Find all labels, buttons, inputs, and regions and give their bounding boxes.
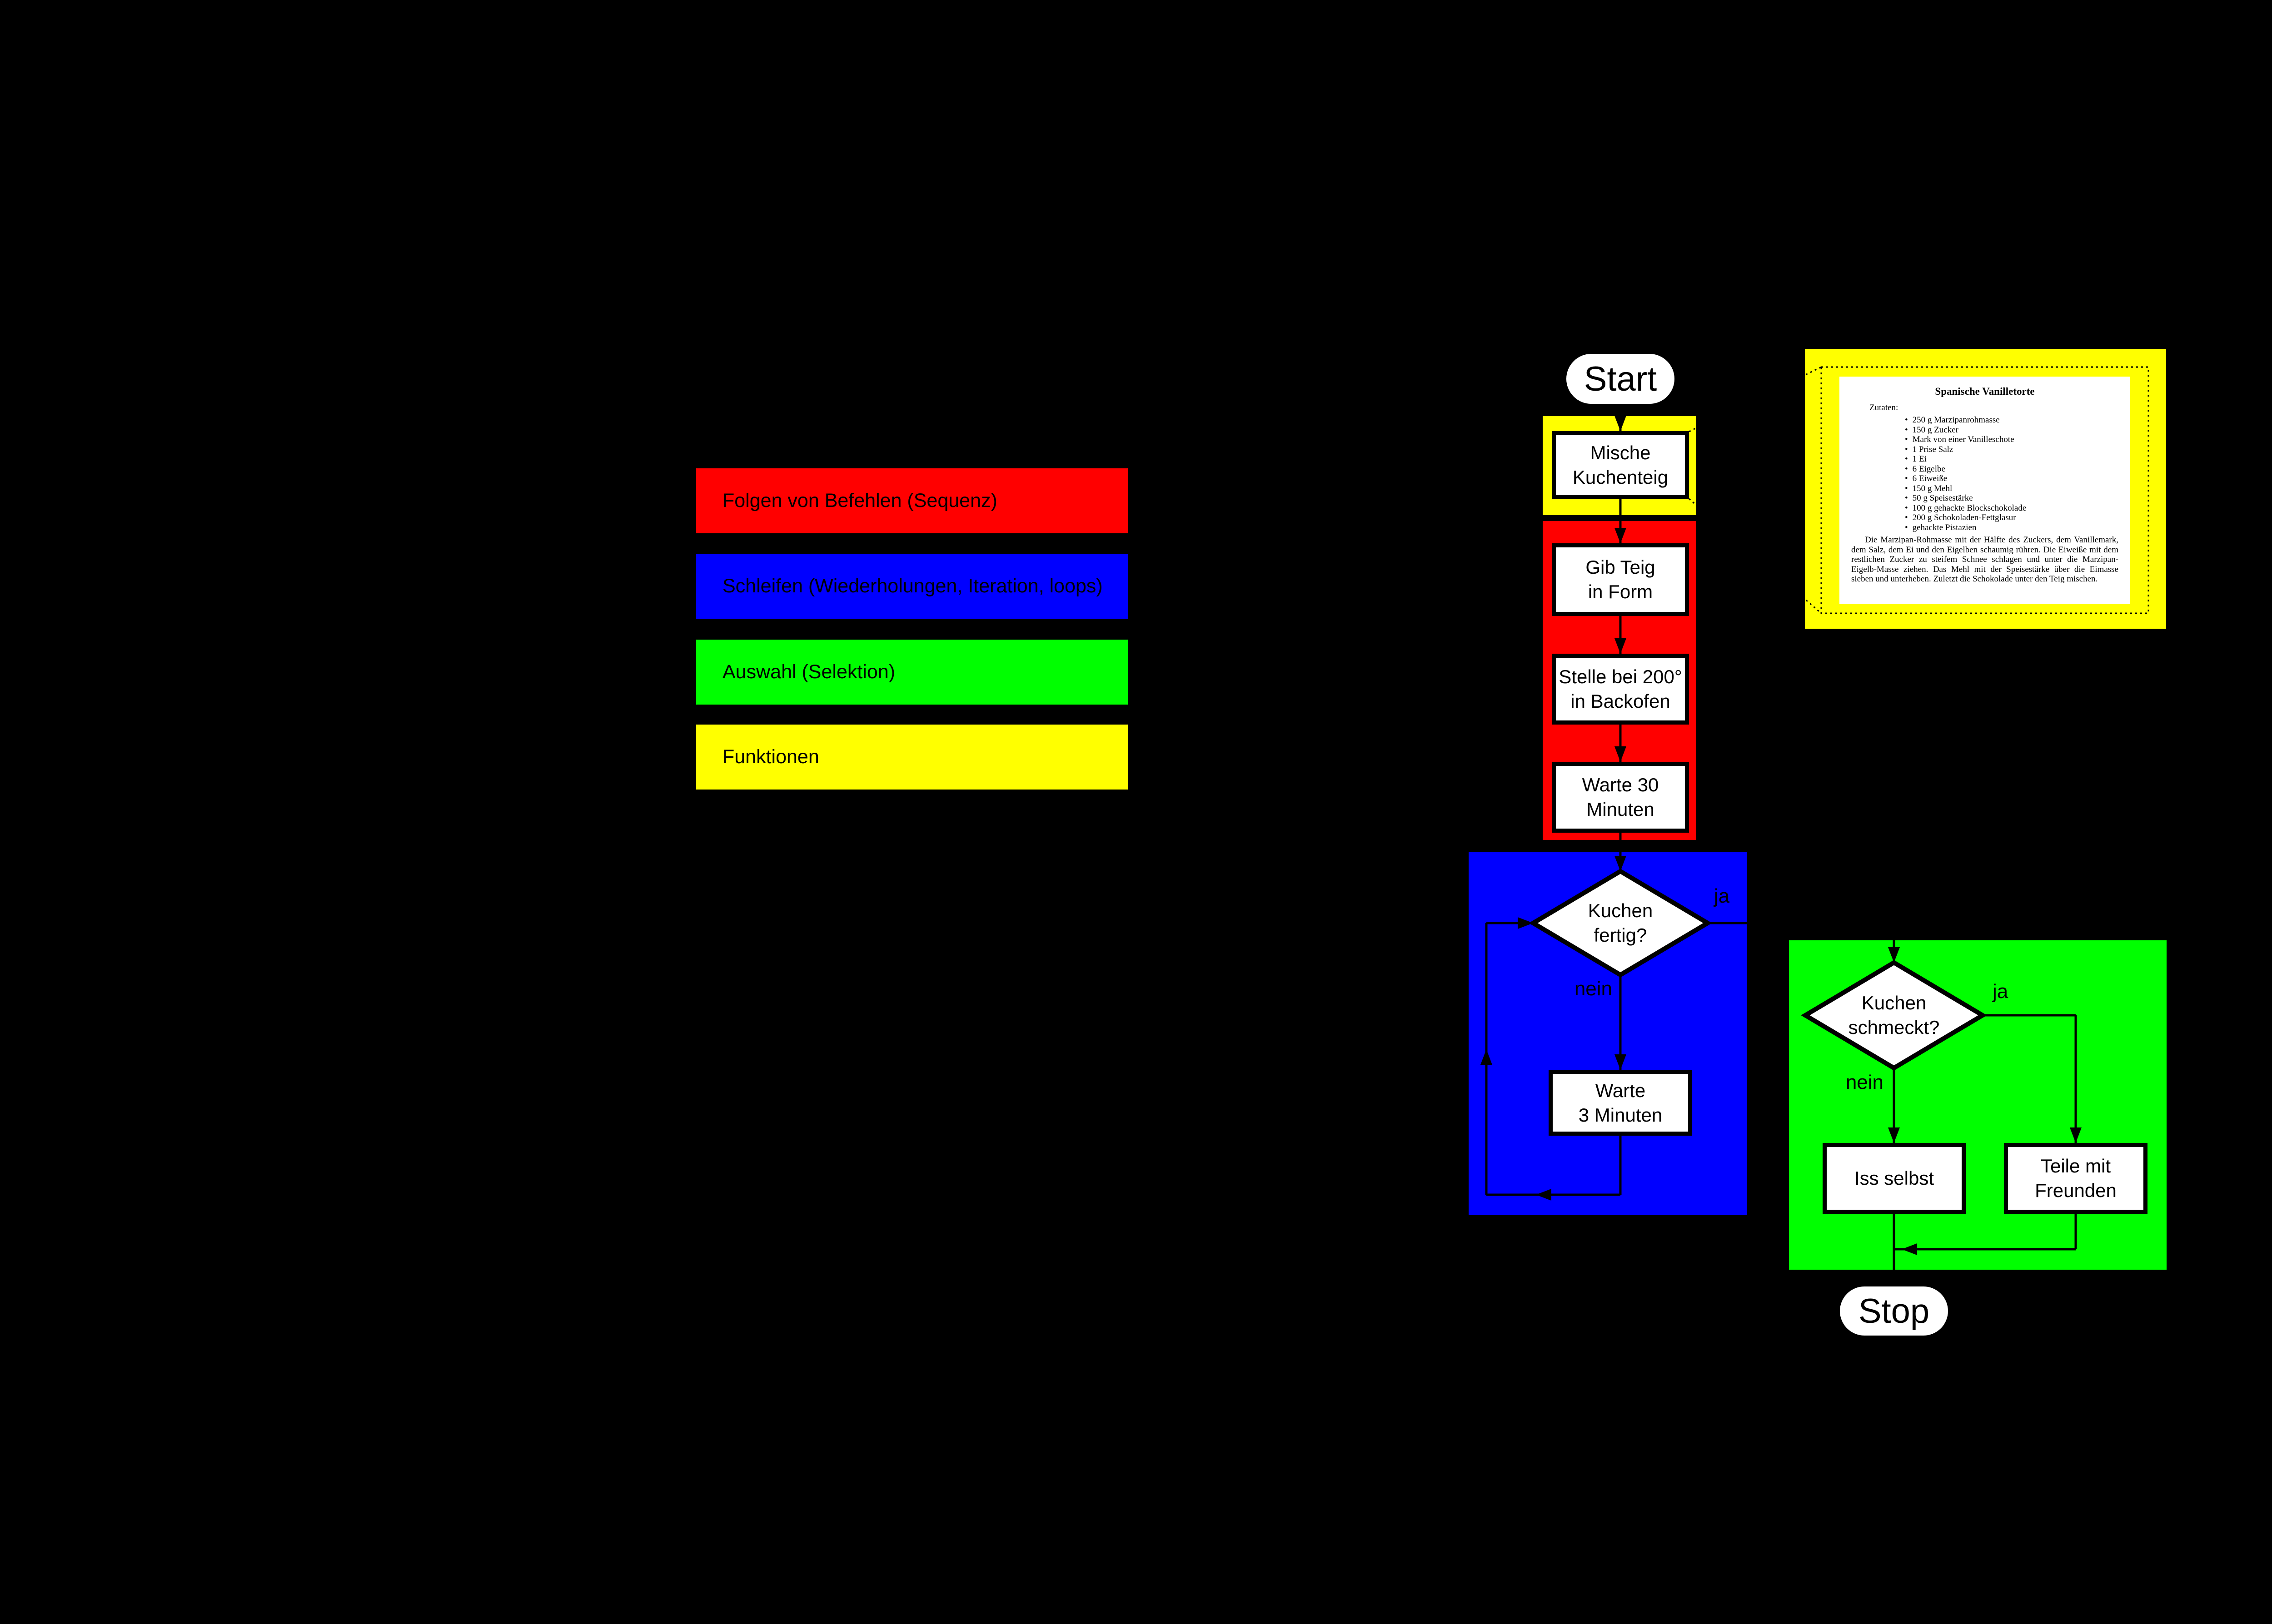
ingredient-item: 250 g Marzipanrohmasse (1905, 415, 2118, 425)
recipe-panel: Spanische Vanilletorte Zutaten: 250 g Ma… (1839, 377, 2130, 604)
ingredient-item: 100 g gehackte Blockschokolade (1905, 503, 2118, 513)
stop-label: Stop (1858, 1291, 1930, 1331)
legend-label-selection: Auswahl (Selektion) (722, 661, 896, 683)
legend-item-loops: Schleifen (Wiederholungen, Iteration, lo… (696, 554, 1128, 619)
decision-label-kuchen-schmeckt: Kuchen schmeckt? (1848, 992, 1940, 1038)
ingredient-item: 1 Ei (1905, 454, 2118, 464)
ingredient-item: 50 g Speisestärke (1905, 493, 2118, 503)
process-teile-mit-freunden: Teile mit Freunden (2004, 1143, 2147, 1214)
ingredient-item: 150 g Zucker (1905, 425, 2118, 435)
branch-nein-fertig: nein (1574, 978, 1612, 1000)
legend-item-functions: Funktionen (696, 725, 1128, 790)
ingredient-item: 1 Prise Salz (1905, 445, 2118, 455)
branch-ja-schmeckt: ja (1993, 980, 2008, 1003)
process-warte-30-minuten: Warte 30 Minuten (1552, 762, 1689, 833)
process-warte-3-minuten: Warte 3 Minuten (1549, 1070, 1692, 1136)
ingredient-item: 200 g Schokoladen-Fettglasur (1905, 513, 2118, 523)
legend-item-selection: Auswahl (Selektion) (696, 640, 1128, 705)
branch-nein-schmeckt: nein (1845, 1071, 1883, 1093)
ingredient-item: 6 Eigelbe (1905, 464, 2118, 474)
legend-label-sequence: Folgen von Befehlen (Sequenz) (722, 490, 997, 512)
legend-label-loops: Schleifen (Wiederholungen, Iteration, lo… (722, 575, 1103, 597)
legend-label-functions: Funktionen (722, 746, 819, 768)
recipe-ingredients-list: 250 g Marzipanrohmasse 150 g Zucker Mark… (1851, 415, 2118, 532)
ingredient-item: 6 Eiweiße (1905, 474, 2118, 484)
branch-ja-fertig: ja (1714, 885, 1730, 907)
process-stelle-in-backofen: Stelle bei 200° in Backofen (1552, 654, 1689, 725)
recipe-title: Spanische Vanilletorte (1935, 386, 2035, 397)
ingredient-item: Mark von einer Vanilleschote (1905, 435, 2118, 445)
ingredient-item: 150 g Mehl (1905, 484, 2118, 494)
start-node: Start (1566, 354, 1674, 404)
process-iss-selbst: Iss selbst (1823, 1143, 1966, 1214)
process-gib-teig-in-form: Gib Teig in Form (1552, 543, 1689, 616)
process-mische-kuchenteig: Mische Kuchenteig (1552, 431, 1689, 499)
decision-label-kuchen-fertig: Kuchen fertig? (1588, 900, 1653, 946)
stop-node: Stop (1840, 1286, 1948, 1336)
start-label: Start (1584, 359, 1657, 398)
recipe-ingredients-heading: Zutaten: (1869, 402, 1898, 412)
legend-item-sequence: Folgen von Befehlen (Sequenz) (696, 468, 1128, 533)
ingredient-item: gehackte Pistazien (1905, 523, 2118, 533)
recipe-instructions: Die Marzipan-Rohmasse mit der Hälfte des… (1851, 535, 2118, 584)
